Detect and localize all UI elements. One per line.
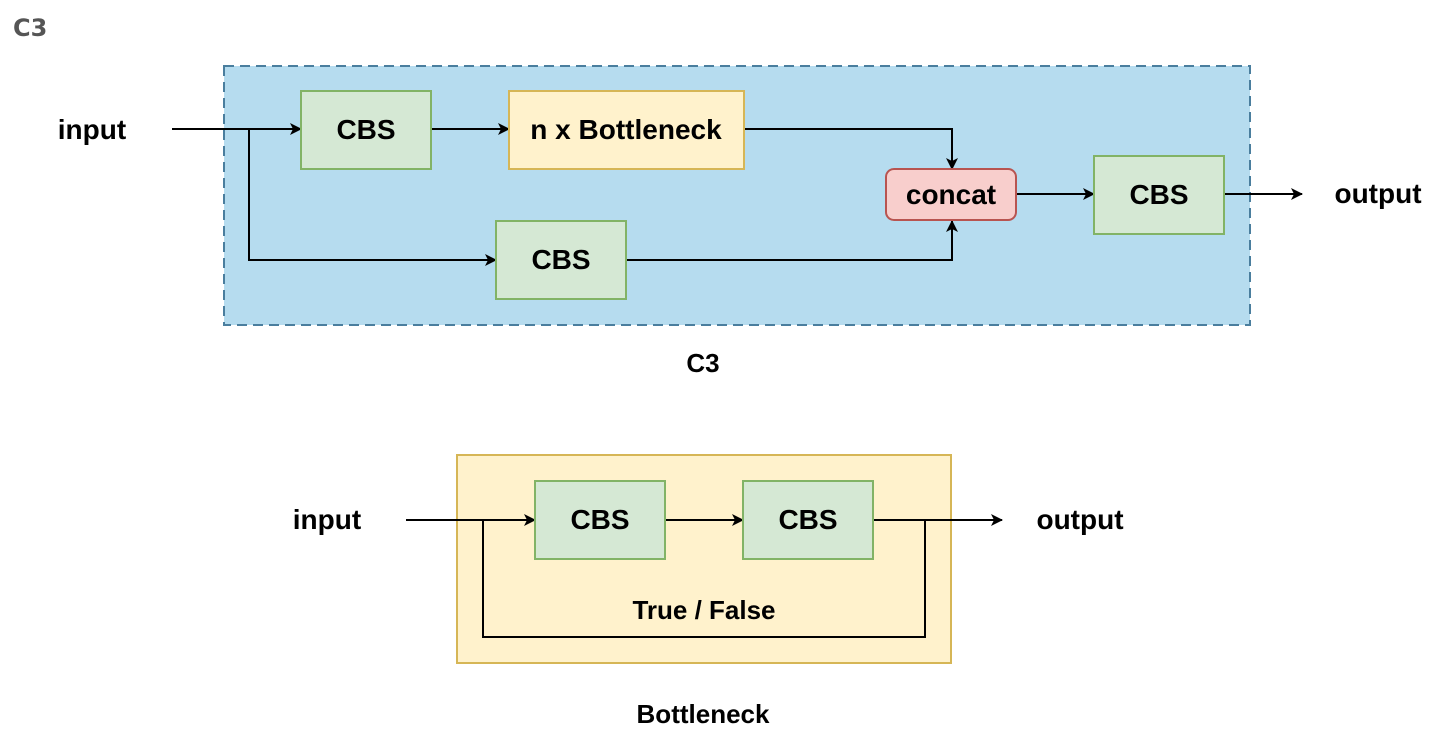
bottleneck-cbs-1-label: CBS — [570, 504, 629, 535]
c3-input-label: input — [58, 114, 126, 145]
c3-bottleneck-label: n x Bottleneck — [530, 114, 722, 145]
c3-cbs-bottom-box — [495, 220, 627, 300]
c3-concat-box — [885, 168, 1017, 221]
c3-concat-label: concat — [906, 179, 996, 210]
bottleneck-shortcut-line — [482, 520, 926, 638]
c3-arrow-input-to-cbs-bottom — [248, 129, 497, 266]
bottleneck-cbs-2-box — [742, 480, 874, 560]
bottleneck-cbs-2-label: CBS — [778, 504, 837, 535]
bottleneck-caption: Bottleneck — [637, 699, 770, 729]
page-heading: C3 — [13, 14, 48, 42]
c3-cbs-out-box — [1093, 155, 1225, 235]
c3-cbs-out-label: CBS — [1129, 179, 1188, 210]
c3-caption: C3 — [686, 348, 719, 378]
c3-cbs-top-label: CBS — [336, 114, 395, 145]
bottleneck-cbs-1-box — [534, 480, 666, 560]
c3-arrow-cbs-bottom-to-concat — [626, 220, 958, 261]
c3-output-label: output — [1334, 178, 1421, 209]
bottleneck-diagram: input output CBS CBS True / False Bottle… — [293, 454, 1124, 729]
bottleneck-output-label: output — [1036, 504, 1123, 535]
c3-cbs-top-box — [300, 90, 432, 170]
bottleneck-container — [456, 454, 952, 664]
bottleneck-input-label: input — [293, 504, 361, 535]
c3-bottleneck-box — [508, 90, 745, 170]
c3-arrow-bottleneck-to-concat — [744, 128, 958, 170]
c3-cbs-bottom-label: CBS — [531, 244, 590, 275]
c3-diagram: input output CBS n x Bottleneck CBS conc… — [58, 65, 1422, 378]
bottleneck-shortcut-label: True / False — [632, 595, 775, 625]
